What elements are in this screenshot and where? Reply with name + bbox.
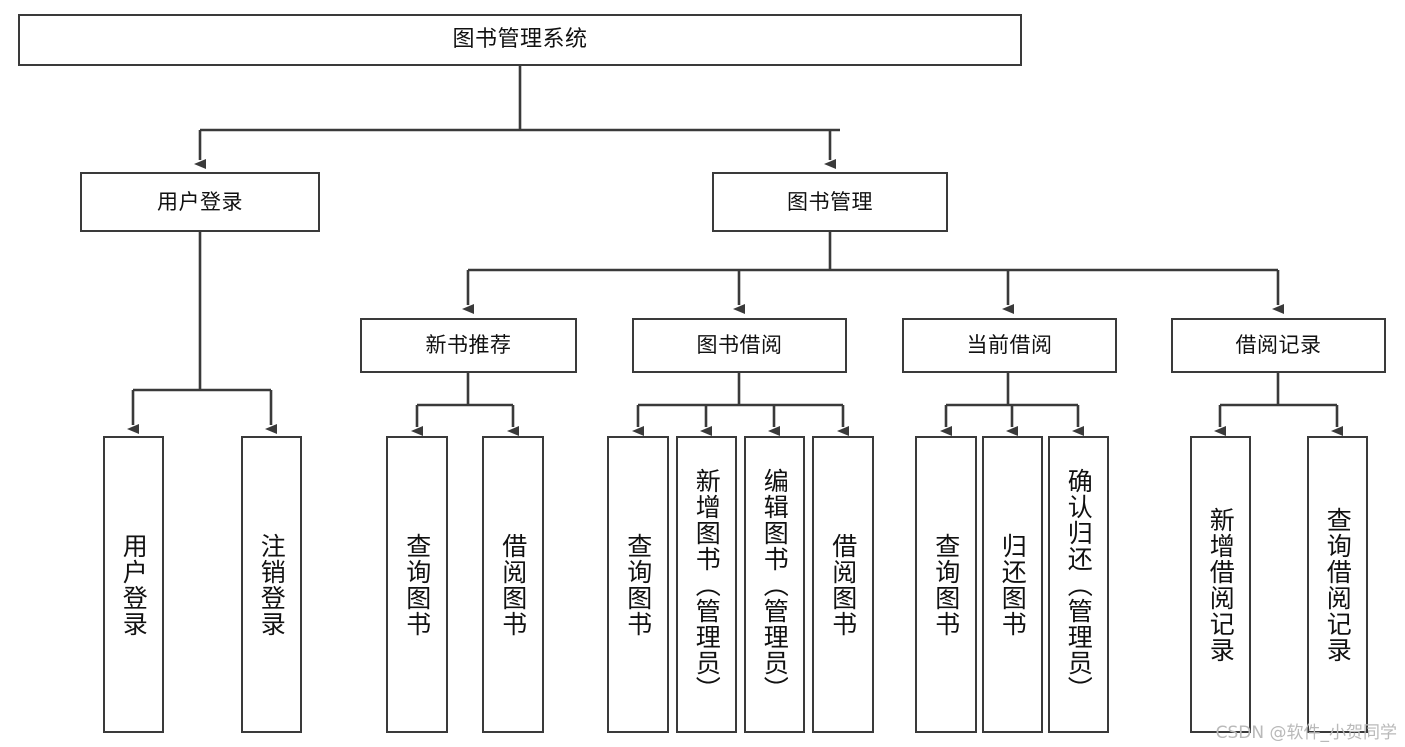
node-leaf-query-book-1[interactable]: 查询图书 [386, 436, 448, 733]
node-leaf-edit-book[interactable]: 编辑图书（管理员） [744, 436, 805, 733]
node-new-book-recommend[interactable]: 新书推荐 [360, 318, 577, 373]
node-leaf-query-book-2[interactable]: 查询图书 [607, 436, 669, 733]
node-book-manage[interactable]: 图书管理 [712, 172, 948, 232]
node-leaf-borrow-book-2-label: 借阅图书 [828, 532, 858, 637]
node-leaf-borrow-book-2[interactable]: 借阅图书 [812, 436, 874, 733]
node-leaf-query-record-label: 查询借阅记录 [1323, 506, 1353, 663]
node-book-borrow[interactable]: 图书借阅 [632, 318, 847, 373]
node-leaf-user-login[interactable]: 用户登录 [103, 436, 164, 733]
node-leaf-query-book-3[interactable]: 查询图书 [915, 436, 977, 733]
node-borrow-record-label: 借阅记录 [1235, 333, 1322, 358]
node-leaf-borrow-book-1[interactable]: 借阅图书 [482, 436, 544, 733]
csdn-watermark: CSDN @软件_小贺同学 [1215, 723, 1397, 743]
node-root[interactable]: 图书管理系统 [18, 14, 1022, 66]
node-leaf-query-record[interactable]: 查询借阅记录 [1307, 436, 1368, 733]
node-leaf-query-book-1-label: 查询图书 [402, 532, 432, 637]
node-leaf-edit-book-label: 编辑图书（管理员） [760, 467, 790, 702]
node-leaf-user-logout-label: 注销登录 [257, 532, 287, 637]
node-current-borrow[interactable]: 当前借阅 [902, 318, 1117, 373]
node-leaf-user-logout[interactable]: 注销登录 [241, 436, 302, 733]
node-leaf-add-book[interactable]: 新增图书（管理员） [676, 436, 737, 733]
node-leaf-add-record-label: 新增借阅记录 [1206, 506, 1236, 663]
node-leaf-return-book-label: 归还图书 [998, 532, 1028, 637]
node-leaf-add-record[interactable]: 新增借阅记录 [1190, 436, 1251, 733]
node-user-login[interactable]: 用户登录 [80, 172, 320, 232]
node-current-borrow-label: 当前借阅 [966, 333, 1053, 358]
node-user-login-label: 用户登录 [157, 189, 243, 214]
node-root-label: 图书管理系统 [452, 27, 588, 53]
node-leaf-query-book-3-label: 查询图书 [931, 532, 961, 637]
node-leaf-add-book-label: 新增图书（管理员） [692, 467, 722, 702]
node-leaf-confirm-return-label: 确认归还（管理员） [1064, 467, 1094, 702]
node-leaf-confirm-return[interactable]: 确认归还（管理员） [1048, 436, 1109, 733]
node-borrow-record[interactable]: 借阅记录 [1171, 318, 1386, 373]
node-leaf-borrow-book-1-label: 借阅图书 [498, 532, 528, 637]
node-new-book-recommend-label: 新书推荐 [425, 333, 512, 358]
node-leaf-query-book-2-label: 查询图书 [623, 532, 653, 637]
node-leaf-return-book[interactable]: 归还图书 [982, 436, 1043, 733]
node-book-manage-label: 图书管理 [787, 189, 873, 214]
node-book-borrow-label: 图书借阅 [696, 333, 783, 358]
node-leaf-user-login-label: 用户登录 [119, 532, 149, 637]
